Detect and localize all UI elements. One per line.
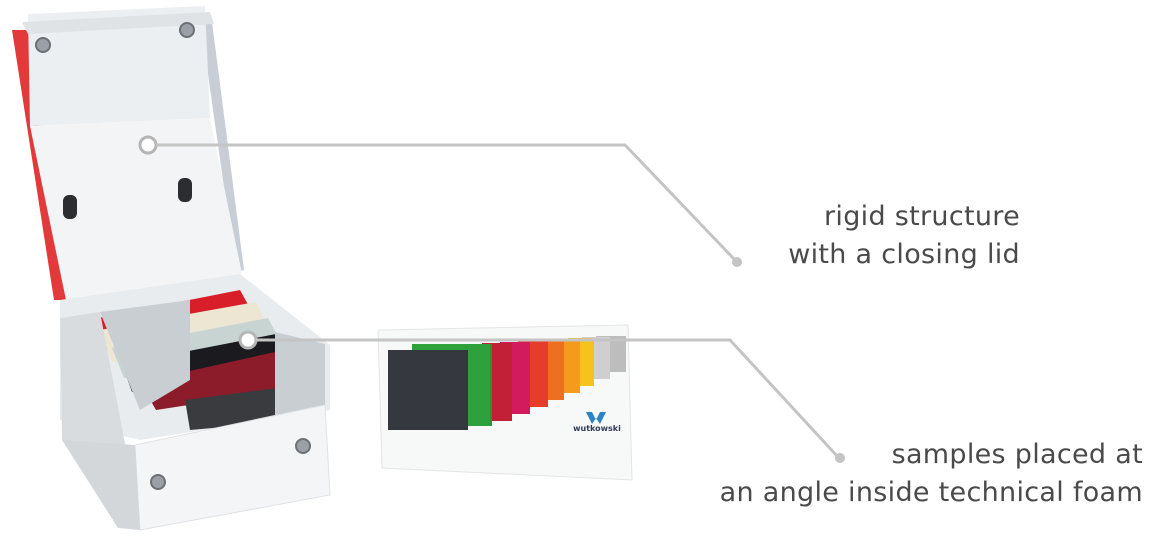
callout-foam-leader: [238, 330, 845, 463]
callout-foam-marker: [238, 330, 258, 350]
callout-lid-line1: rigid structure: [824, 201, 1020, 232]
callout-lid-caption: rigid structure with a closing lid: [788, 198, 1020, 274]
callout-foam-line1: samples placed at: [891, 439, 1143, 470]
callout-lid-line2: with a closing lid: [788, 239, 1020, 270]
lid-magnet-right: [178, 178, 192, 202]
box-body: [60, 274, 331, 531]
callout-foam-line2: an angle inside technical foam: [719, 477, 1143, 508]
lid-magnet-left: [63, 195, 77, 219]
lid-screw-left: [35, 37, 51, 53]
box-screw-right: [295, 438, 311, 454]
brand-logo-icon: [586, 412, 606, 424]
lid-screw-right: [179, 22, 195, 38]
sample-sheet: [140, 350, 300, 410]
callout-lid-marker: [138, 135, 158, 155]
swatch-display: [377, 324, 633, 481]
open-lid: [12, 6, 244, 300]
callout-lid-leader: [138, 135, 742, 267]
swatch-card: [388, 350, 468, 430]
brand-name: wutkowski: [573, 424, 621, 433]
box-screw-left: [150, 474, 166, 490]
callout-foam-caption: samples placed at an angle inside techni…: [720, 436, 1143, 512]
